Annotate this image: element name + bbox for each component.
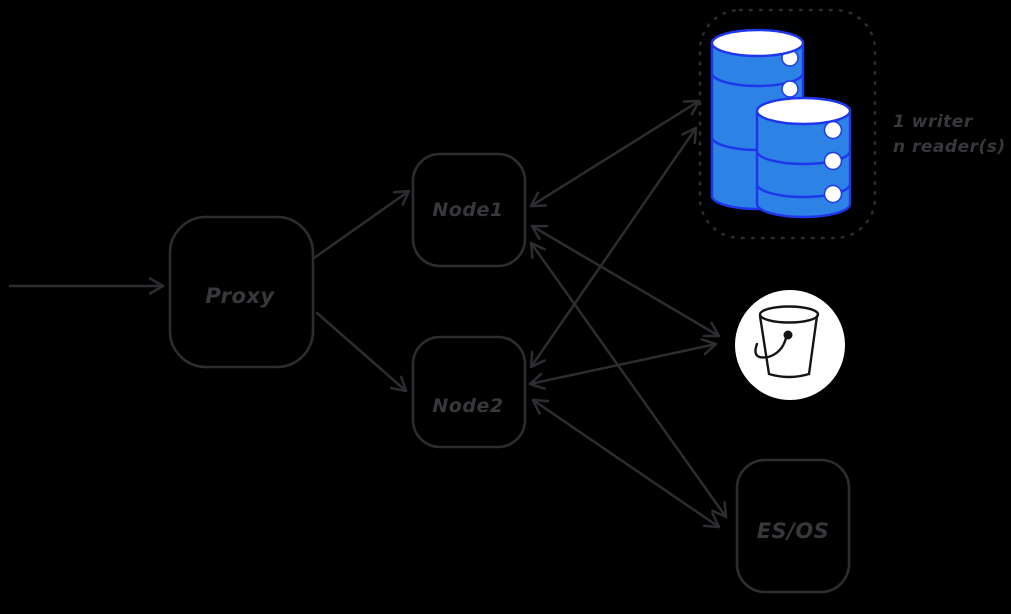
database-front-icon (755, 96, 852, 219)
edge-node1-bucket (530, 224, 721, 338)
edge-node2-bucket (528, 338, 718, 390)
esos-node: ES/OS (735, 458, 851, 594)
bucket-handle-dot (783, 330, 793, 340)
db-cluster-dashed-box (698, 8, 877, 240)
node1-label: Node1 (432, 199, 503, 221)
node2-node: Node2 (411, 335, 527, 449)
db-cluster-node: 1 writer n reader(s) (698, 8, 1006, 240)
esos-label: ES/OS (757, 519, 830, 543)
bucket-icon (754, 305, 820, 379)
edge-node2-db (529, 126, 698, 369)
db-annotation-line1: 1 writer (893, 112, 974, 132)
esos-box (735, 458, 851, 594)
edge-proxy-to-node2 (315, 311, 408, 393)
db-annotation-line2: n reader(s) (893, 137, 1006, 157)
edges-layer (8, 99, 728, 529)
proxy-node: Proxy (168, 215, 315, 369)
node1-box (411, 152, 527, 268)
node2-box (411, 335, 527, 449)
bucket-node (735, 290, 845, 400)
node2-label: Node2 (432, 395, 503, 417)
node1-node: Node1 (411, 152, 527, 268)
edge-node1-db (529, 99, 701, 208)
proxy-label: Proxy (205, 284, 275, 308)
edge-node2-esos (531, 398, 721, 529)
edge-proxy-to-node1 (312, 189, 411, 260)
proxy-box (168, 215, 315, 369)
